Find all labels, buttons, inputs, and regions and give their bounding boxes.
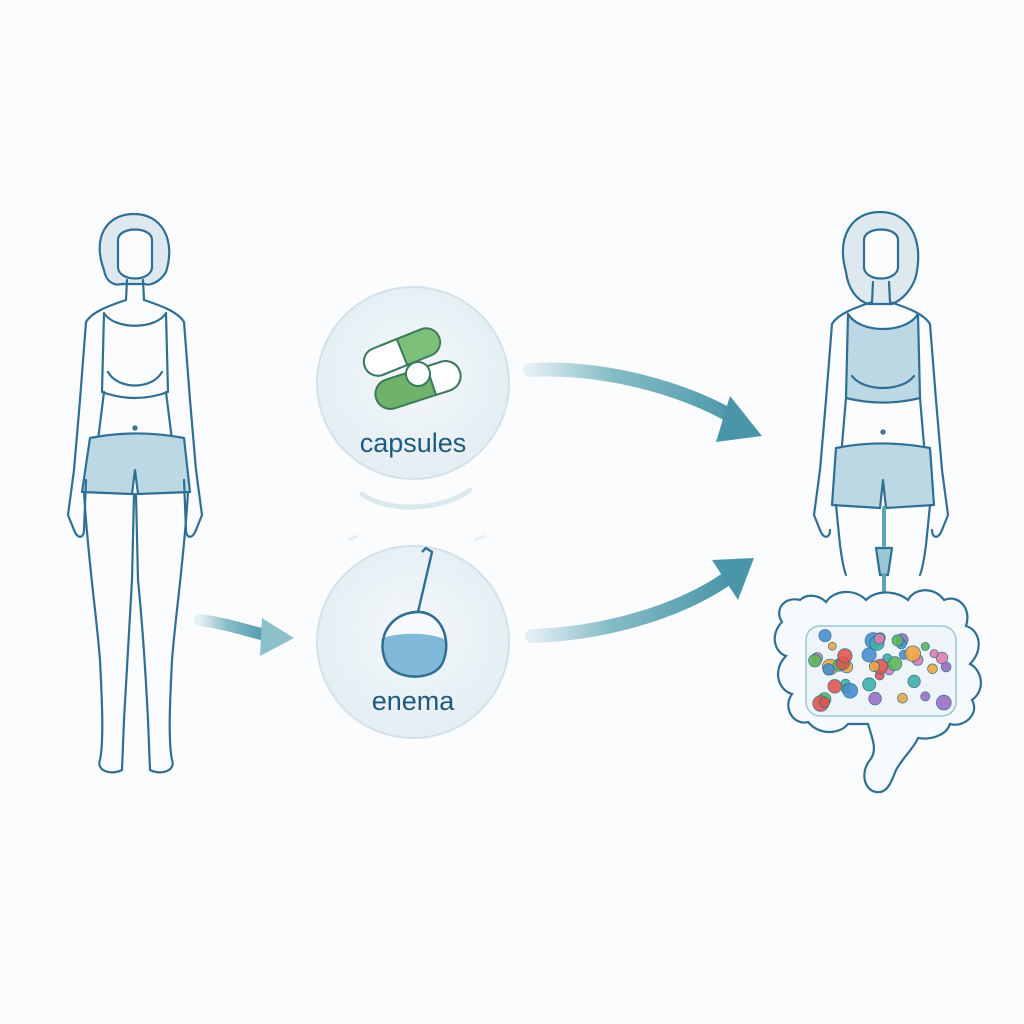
- bacterium: [904, 645, 922, 662]
- bacterium: [827, 679, 842, 694]
- bacterium: [822, 663, 835, 676]
- colon-microbiome-icon: [773, 589, 982, 794]
- bacterium: [935, 651, 949, 665]
- option-separator-marks: [347, 534, 487, 542]
- bacterium: [920, 691, 931, 702]
- bacterium: [827, 641, 837, 651]
- bacterium: [862, 677, 877, 692]
- bacterium: [837, 648, 853, 664]
- bacterium: [868, 691, 882, 706]
- bacterium: [927, 663, 938, 675]
- arrow-capsules-to-after: [523, 362, 762, 442]
- bacterium: [907, 674, 921, 689]
- option-separator: [359, 487, 473, 510]
- standing-woman-before: [66, 212, 204, 774]
- arrow-before-to-enema: [194, 614, 294, 656]
- bacterium: [873, 632, 886, 645]
- bacterium: [929, 649, 939, 659]
- standing-woman-after: [812, 210, 950, 602]
- bacterium: [935, 694, 952, 711]
- bacterium: [897, 692, 908, 704]
- bacterium: [891, 634, 904, 647]
- bacterium: [808, 653, 822, 668]
- bacterium: [868, 661, 880, 673]
- bacterium: [819, 697, 831, 708]
- enema-bulb-icon: [381, 546, 448, 678]
- gut-bacteria: [808, 629, 952, 712]
- bacterium: [842, 682, 858, 699]
- bacterium: [920, 642, 930, 652]
- bacterium: [818, 629, 832, 643]
- capsules-icon: [362, 327, 462, 410]
- bacterium: [887, 656, 903, 672]
- enema-label: enema: [371, 686, 455, 716]
- arrow-enema-to-after: [525, 558, 754, 643]
- capsules-label: capsules: [359, 428, 467, 458]
